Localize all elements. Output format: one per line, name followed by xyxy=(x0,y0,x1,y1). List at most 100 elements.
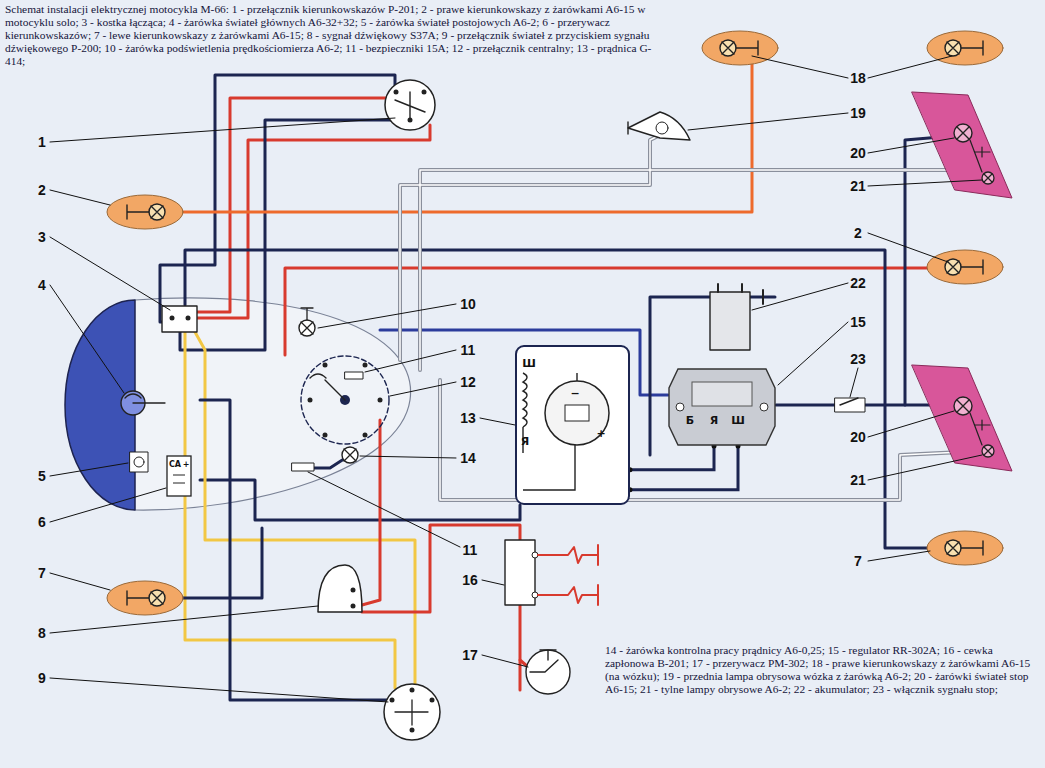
indicator-lamp xyxy=(927,250,1003,284)
terminal-label: Б xyxy=(686,414,694,427)
flasher-outline xyxy=(167,456,191,496)
ignition-coil xyxy=(505,540,538,605)
wire xyxy=(180,120,400,350)
leader-line xyxy=(868,551,930,561)
indicator-lamp xyxy=(107,31,1003,615)
rear-lamp-housing xyxy=(912,92,1012,471)
wire xyxy=(185,332,395,688)
grey-double-wire xyxy=(400,135,982,500)
grey-double-wire xyxy=(400,135,660,360)
callout-number: 21 xyxy=(850,178,866,194)
rear-lamp-housing xyxy=(912,92,1012,198)
terminal-label: Я xyxy=(710,414,718,427)
turn-signal-switch xyxy=(385,80,435,130)
leader-line xyxy=(868,56,952,78)
contact-breaker xyxy=(530,650,558,672)
terminal-label: + xyxy=(183,460,190,469)
sidecar-front-lamp xyxy=(628,112,690,140)
wire xyxy=(183,528,262,598)
grey-double-wire xyxy=(400,135,982,500)
callout-number: 4 xyxy=(38,277,46,293)
central-switch xyxy=(308,398,313,403)
leader-line xyxy=(308,472,460,547)
leader-line xyxy=(482,580,504,585)
battery xyxy=(718,284,763,304)
light-switch xyxy=(410,688,415,693)
leader-line xyxy=(365,350,456,372)
callout-number: 7 xyxy=(854,553,862,569)
leader-line xyxy=(50,463,128,476)
headlight-housing xyxy=(65,298,411,510)
connector-block xyxy=(186,316,191,321)
battery xyxy=(710,284,763,350)
callout-number: 6 xyxy=(38,514,46,530)
callout-number: 16 xyxy=(462,572,478,588)
stop-switch xyxy=(840,398,858,405)
callout-number: 19 xyxy=(850,105,866,121)
callout-number: 9 xyxy=(38,670,46,686)
callout-number: 5 xyxy=(38,468,46,484)
wire xyxy=(183,62,752,212)
screw xyxy=(760,403,768,411)
leader-line xyxy=(868,180,982,186)
wire xyxy=(520,603,528,667)
lamp-bulb xyxy=(344,449,356,461)
wire-connector xyxy=(630,446,714,470)
callout-number: 7 xyxy=(38,565,46,581)
callout-number: 11 xyxy=(461,342,476,358)
central-switch xyxy=(310,374,345,400)
turn-signal-switch xyxy=(394,90,399,95)
callout-number: 14 xyxy=(460,450,476,466)
horn xyxy=(351,604,356,609)
wire xyxy=(160,75,395,322)
horn xyxy=(318,565,362,612)
wire-connector xyxy=(630,446,738,490)
fuse xyxy=(292,463,314,471)
leader-line xyxy=(688,113,848,130)
wire xyxy=(185,250,928,548)
indicator-lamp xyxy=(702,31,778,65)
leader-line xyxy=(390,382,456,396)
headlight-housing xyxy=(135,298,411,510)
leader-line xyxy=(50,56,982,702)
central-switch xyxy=(378,398,383,403)
callout-number: 15 xyxy=(850,314,866,330)
flasher-box: СА+ xyxy=(166,455,192,497)
fuse xyxy=(292,372,363,471)
flasher-symbol xyxy=(173,475,185,483)
internal-wire xyxy=(523,373,577,490)
turn-signal-switch xyxy=(408,118,413,123)
headlight-housing xyxy=(130,452,148,472)
sidecar-front-lamp xyxy=(627,122,628,134)
callout-number: 17 xyxy=(462,647,478,663)
rear-lamp-housing xyxy=(912,365,1012,471)
battery xyxy=(710,292,750,350)
leader-line xyxy=(50,573,110,590)
title-text: Schemat instalacji elektrycznej motocykl… xyxy=(5,3,670,68)
terminal-label: СА xyxy=(169,460,181,469)
terminal-label: Ш xyxy=(522,357,536,370)
leader-line xyxy=(778,322,848,385)
central-switch xyxy=(363,433,368,438)
terminal-label: + xyxy=(596,427,605,440)
leader-line xyxy=(50,488,166,522)
leader-line xyxy=(752,56,848,78)
callout-number: 20 xyxy=(850,429,866,445)
regulator-cover xyxy=(692,382,752,406)
leader-line xyxy=(480,418,515,425)
turn-signal-switch xyxy=(395,92,425,118)
regulator-outline xyxy=(669,369,775,445)
lamp-bulb xyxy=(301,308,313,334)
leader-line xyxy=(868,233,948,262)
callout-number: 12 xyxy=(460,374,476,390)
spark-plug xyxy=(538,585,598,605)
callout-number: 23 xyxy=(850,351,866,367)
callout-number: 20 xyxy=(850,145,866,161)
leader-line xyxy=(360,456,456,458)
fuse xyxy=(345,372,363,379)
connector-block xyxy=(162,306,197,332)
armature-symbol xyxy=(565,405,589,421)
contact-breaker xyxy=(520,650,570,694)
central-switch xyxy=(323,433,328,438)
turn-signal-switch xyxy=(385,80,435,130)
